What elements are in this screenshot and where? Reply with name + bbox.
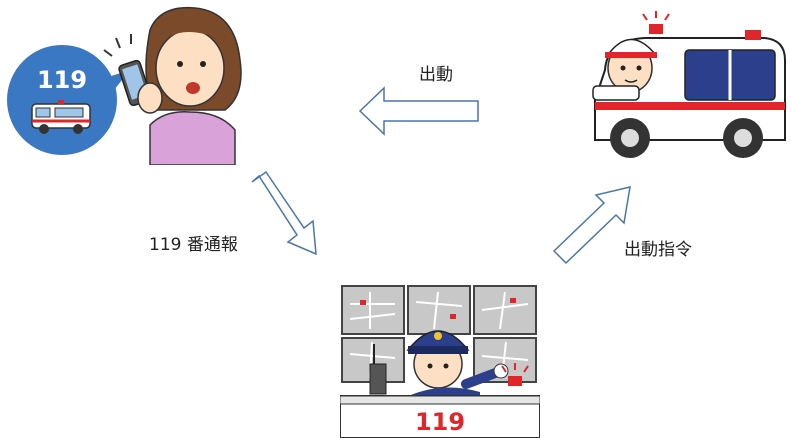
dispatch-order-arrow — [550, 183, 638, 267]
dispatch-order-label: 出動指令 — [624, 240, 692, 260]
dispatch-label: 出動 — [419, 65, 453, 85]
caller-illustration: 119 — [0, 0, 250, 165]
report-label: 119 番通報 — [149, 235, 238, 255]
ambulance-illustration — [585, 10, 791, 165]
desk-number: 119 — [415, 408, 465, 436]
dispatch-arrow — [358, 86, 482, 136]
report-arrow — [246, 168, 320, 258]
bubble-number: 119 — [37, 66, 87, 94]
woman-figure — [103, 6, 242, 165]
bubble-119: 119 — [7, 45, 130, 155]
dispatcher-illustration: 119 — [340, 284, 540, 438]
